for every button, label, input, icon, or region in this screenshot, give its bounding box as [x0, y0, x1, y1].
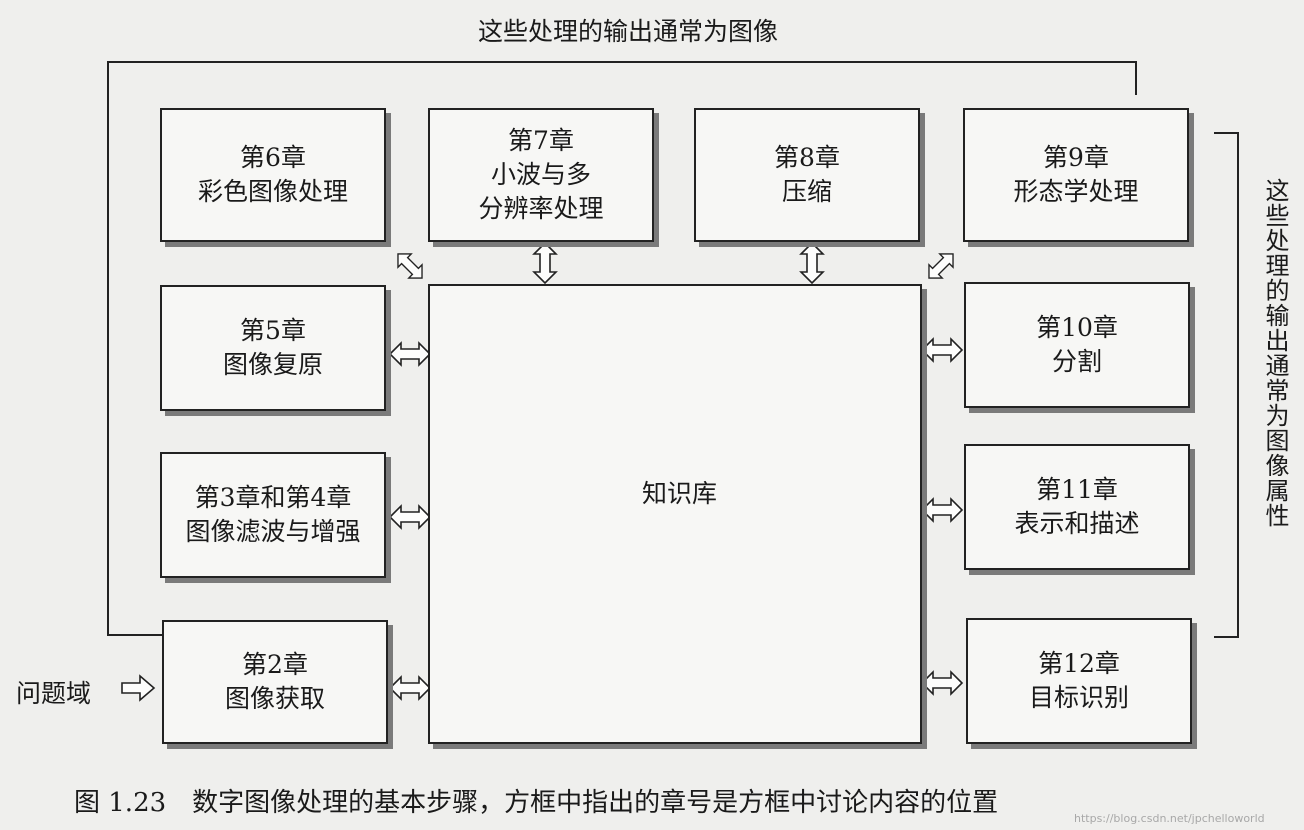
problem-domain-arrow [121, 675, 155, 701]
chapter-3-4-number: 第3章和第4章 [194, 483, 352, 513]
arrow-kb-ch12 [921, 671, 963, 695]
chapter-6-title: 彩色图像处理 [197, 177, 348, 206]
chapter-6-number: 第6章 [240, 143, 306, 173]
chapter-2-number: 第2章 [242, 650, 308, 680]
chapter-10-box: 第10章 分割 [964, 282, 1190, 408]
chapter-7-box: 第7章 小波与多 分辨率处理 [428, 108, 654, 242]
arrow-ch2-kb [389, 676, 431, 700]
chapter-10-title: 分割 [1051, 347, 1102, 376]
figure-caption: 图 1.23 数字图像处理的基本步骤，方框中指出的章号是方框中讨论内容的位置 [74, 788, 999, 818]
arrow-ch34-kb [389, 505, 431, 529]
chapter-9-box: 第9章 形态学处理 [963, 108, 1189, 242]
chapter-2-title: 图像获取 [224, 684, 325, 713]
chapter-12-box: 第12章 目标识别 [966, 618, 1192, 744]
chapter-2-box: 第2章 图像获取 [162, 620, 388, 744]
chapter-3-4-title: 图像滤波与增强 [185, 517, 361, 546]
chapter-8-number: 第8章 [774, 143, 840, 173]
attribute-output-bracket [1214, 132, 1239, 638]
chapter-3-4-box: 第3章和第4章 图像滤波与增强 [160, 452, 386, 578]
side-output-label: 这些处理的输出通常为图像属性 [1261, 178, 1289, 528]
chapter-5-title: 图像复原 [222, 350, 323, 379]
problem-domain-label: 问题域 [16, 679, 92, 708]
chapter-7-title-line2: 分辨率处理 [478, 193, 604, 223]
chapter-11-box: 第11章 表示和描述 [964, 444, 1190, 570]
top-output-label: 这些处理的输出通常为图像 [478, 17, 779, 46]
chapter-5-number: 第5章 [240, 316, 306, 346]
arrow-ch8-kb [800, 242, 824, 284]
arrow-ch6-kb [390, 246, 430, 286]
arrow-kb-ch10 [921, 338, 963, 362]
chapter-11-number: 第11章 [1036, 475, 1118, 505]
arrow-ch9-kb [921, 246, 961, 286]
chapter-9-number: 第9章 [1043, 143, 1109, 173]
chapter-7-title-line1: 小波与多 [490, 160, 591, 190]
arrow-kb-ch11 [921, 498, 963, 522]
knowledge-base-label: 知识库 [642, 479, 718, 508]
chapter-9-title: 形态学处理 [1013, 177, 1139, 206]
chapter-5-box: 第5章 图像复原 [160, 285, 386, 411]
knowledge-base-box [428, 284, 922, 744]
chapter-7-number: 第7章 [508, 126, 574, 156]
image-output-loop-line [107, 61, 1137, 636]
chapter-12-number: 第12章 [1038, 649, 1120, 679]
chapter-10-number: 第10章 [1036, 313, 1118, 343]
chapter-8-title: 压缩 [781, 177, 832, 206]
chapter-12-title: 目标识别 [1028, 683, 1129, 712]
chapter-6-box: 第6章 彩色图像处理 [160, 108, 386, 242]
watermark: https://blog.csdn.net/jpchelloworld [1074, 812, 1265, 825]
chapter-8-box: 第8章 压缩 [694, 108, 920, 242]
chapter-11-title: 表示和描述 [1014, 509, 1140, 538]
arrow-ch7-kb [533, 242, 557, 284]
arrow-ch5-kb [389, 342, 431, 366]
